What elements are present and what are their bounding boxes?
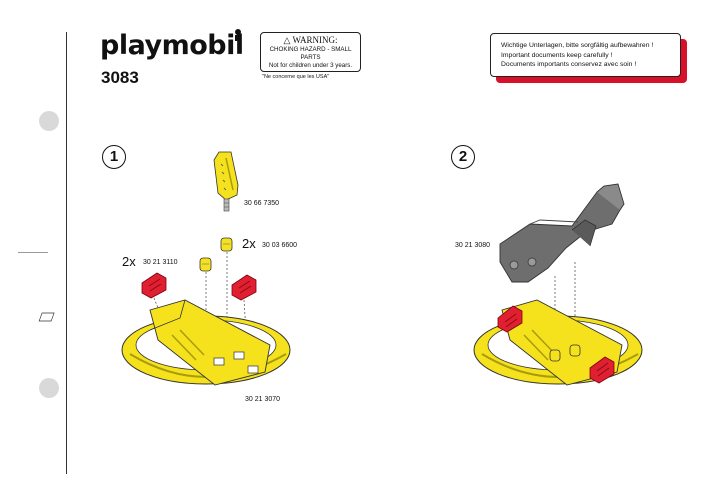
model-number: 3083 xyxy=(101,68,139,87)
part-code-peg: 30 03 6600 xyxy=(262,242,298,249)
notice-line-fr: Documents importants conservez avec soin… xyxy=(501,61,637,68)
assembled-base-part-icon xyxy=(473,299,643,386)
punch-hole-top xyxy=(39,111,59,131)
notice-line-de: Wichtige Unterlagen, bitte sorgfältig au… xyxy=(501,42,654,49)
warning-line-2: Not for children under 3 years. xyxy=(268,62,353,69)
fold-mark xyxy=(18,252,48,253)
red-clip-part-icon xyxy=(141,272,257,301)
keep-documents-notice: Wichtige Unterlagen, bitte sorgfältig au… xyxy=(490,33,681,77)
playmobil-logo: playmobil xyxy=(100,30,244,61)
part-code-arm: 30 21 3080 xyxy=(455,242,491,249)
part-code-clip: 30 21 3110 xyxy=(143,259,178,266)
warning-box: △ WARNING: CHOKING HAZARD - SMALL PARTS … xyxy=(260,32,361,72)
part-code-base: 30 21 3070 xyxy=(245,396,281,403)
screw-part-icon xyxy=(213,151,239,212)
part-qty-peg: 2x xyxy=(242,236,256,251)
logo-figure-icon xyxy=(235,29,241,41)
margin-line xyxy=(66,32,67,474)
warning-title-text: WARNING: xyxy=(292,35,338,45)
part-qty-clip: 2x xyxy=(122,254,136,269)
warning-title: △ WARNING: xyxy=(261,35,360,46)
usa-note: "Ne concerne que les USA" xyxy=(262,74,330,80)
warning-triangle-icon: △ xyxy=(283,35,291,45)
step-2-number: 2 xyxy=(451,145,475,169)
round-base-part-icon xyxy=(38,299,291,386)
notice-line-en: Important documents keep carefully ! xyxy=(501,51,613,59)
gray-arm-part-icon xyxy=(499,183,625,283)
part-code-screw: 30 66 7350 xyxy=(244,200,280,207)
punch-hole-bottom xyxy=(39,378,59,398)
peg-part-icon xyxy=(199,237,233,272)
warning-line-1: CHOKING HAZARD - SMALL PARTS xyxy=(269,46,352,61)
step-1-number: 1 xyxy=(102,145,126,169)
